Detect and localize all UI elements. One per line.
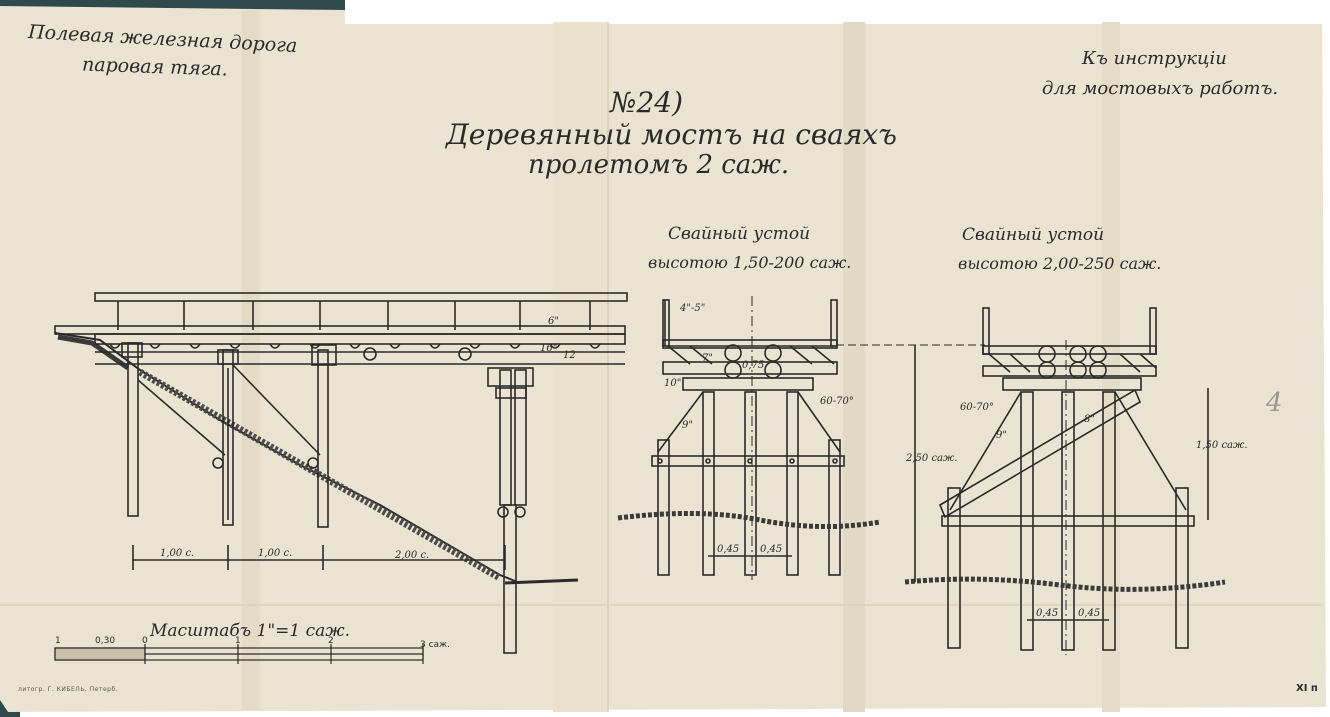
scale-title: Масштабъ 1"=1 саж. <box>150 621 351 641</box>
left-bridge-elevation <box>54 292 628 654</box>
fold-line <box>242 10 260 710</box>
section2-title: Свайный устой <box>962 225 1105 245</box>
middle-abutment-section <box>617 296 881 580</box>
dim-7: 7" <box>702 353 713 364</box>
printer-imprint: литогр. Г. КИБЕЛЬ, Петерб. <box>18 686 119 693</box>
pencil-mark: 4 <box>1266 388 1283 418</box>
right-abutment-section <box>904 307 1226 655</box>
dim-9a: 9" <box>682 420 693 431</box>
dim-60-70b: 60-70° <box>960 402 994 413</box>
dim-10: 10" <box>664 378 682 389</box>
scale-tick-3: 3 саж. <box>420 640 451 650</box>
dim-8: 8" <box>1084 414 1095 425</box>
dim-045c: 0,45 <box>1036 608 1059 619</box>
dim-span-a: 1,00 с. <box>160 548 195 559</box>
dim-span-c: 2,00 с. <box>395 550 430 561</box>
dim-4-5: 4"-5" <box>680 303 706 314</box>
header-right-line1: Къ инструкціи <box>1082 48 1227 69</box>
scale-tick-one: 1 <box>235 636 241 646</box>
plate-number: XI п <box>1296 683 1318 694</box>
section1-title: Свайный устой <box>668 224 811 244</box>
dim-250: 2,50 саж. <box>906 453 958 464</box>
dim-6: 6" <box>548 316 559 327</box>
drawing-subtitle: пролетомъ 2 саж. <box>528 150 790 180</box>
drawing-number: №24) <box>610 86 684 119</box>
dim-045d: 0,45 <box>1078 608 1101 619</box>
scale-tick-030: 0,30 <box>95 636 116 646</box>
scale-bar <box>54 644 424 664</box>
header-right-line2: для мостовыхъ работъ. <box>1042 78 1279 99</box>
dim-span-b: 1,00 с. <box>258 548 293 559</box>
section2-subtitle: высотою 2,00-250 саж. <box>958 254 1162 273</box>
dim-60-70a: 60-70° <box>820 396 854 407</box>
scale-tick-0: 0 <box>142 636 148 646</box>
scale-tick-two: 2 <box>328 636 334 646</box>
scale-tick-1: 1 <box>55 636 61 646</box>
dim-12: 12 <box>563 350 576 361</box>
dim-9b: 9" <box>996 430 1007 441</box>
dim-16: 16" <box>540 343 558 354</box>
dim-150: 1,50 саж. <box>1196 440 1248 451</box>
dim-075: 0,75 <box>742 360 765 371</box>
paper <box>0 6 1326 712</box>
section1-subtitle: высотою 1,50-200 саж. <box>648 253 852 272</box>
drawing-title: Деревянный мостъ на сваяхъ <box>446 118 897 151</box>
dim-045b: 0,45 <box>760 544 783 555</box>
dim-045a: 0,45 <box>717 544 740 555</box>
